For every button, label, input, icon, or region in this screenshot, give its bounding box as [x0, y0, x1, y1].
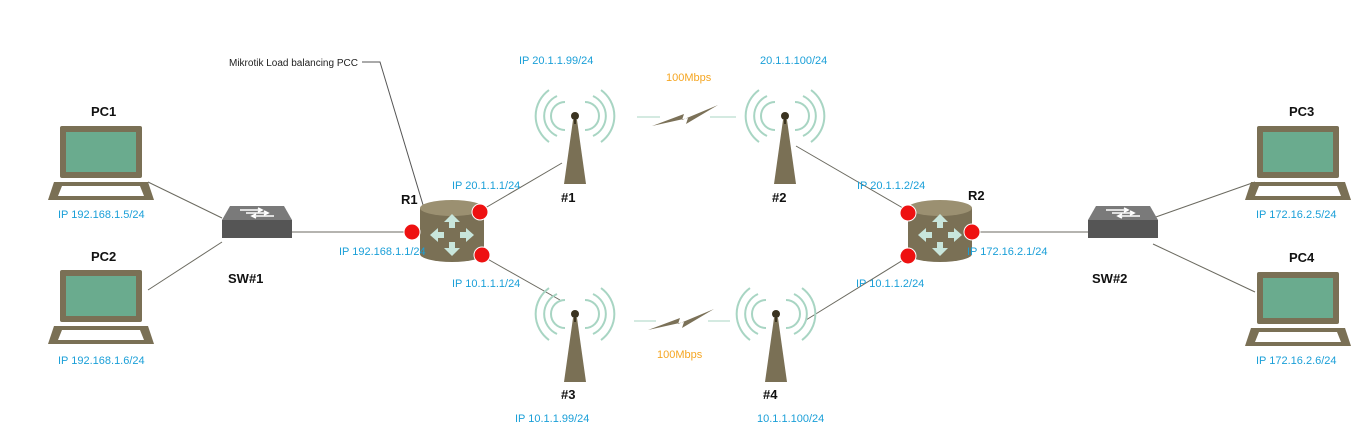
pc4-ip: IP 172.16.2.6/24: [1256, 355, 1337, 367]
pc1-icon[interactable]: [48, 126, 154, 200]
r2-icon[interactable]: [908, 200, 972, 262]
r2-lan-ip: IP 172.16.2.1/24: [967, 246, 1048, 258]
link-sw2-pc4: [1152, 243, 1256, 293]
bottom-link-speed: 100Mbps: [657, 349, 703, 361]
pc1-name: PC1: [91, 104, 117, 119]
r1-wan1-ip: IP 20.1.1.1/24: [452, 180, 521, 192]
sw2-name: SW#2: [1092, 271, 1128, 286]
pc4-icon[interactable]: [1245, 272, 1351, 346]
r1-wan2-port: [473, 246, 491, 264]
lightning-icon: [648, 309, 714, 330]
wireless-link-top: [637, 105, 736, 126]
sw1-icon[interactable]: [221, 205, 293, 239]
antenna3-name: #3: [561, 387, 576, 402]
antenna3-icon[interactable]: [534, 287, 616, 383]
r2-name: R2: [968, 188, 985, 203]
antenna3-ip: IP 10.1.1.99/24: [515, 413, 590, 425]
wireless-link-bottom: [634, 309, 730, 330]
antenna4-name: #4: [763, 387, 778, 402]
link-antenna2-r2: [795, 145, 909, 212]
link-sw2-pc3: [1152, 181, 1256, 219]
lightning-icon: [652, 105, 718, 126]
r1-wan2-ip: IP 10.1.1.1/24: [452, 278, 521, 290]
antenna2-icon[interactable]: [744, 89, 826, 185]
annotation-label: Mikrotik Load balancing PCC: [229, 58, 358, 69]
link-antenna4-r2: [805, 256, 909, 321]
sw1-name: SW#1: [228, 271, 264, 286]
antenna2-ip: 20.1.1.100/24: [760, 55, 828, 67]
pc3-icon[interactable]: [1245, 126, 1351, 200]
r2-wan2-ip: IP 10.1.1.2/24: [856, 278, 925, 290]
r1-wan1-port: [471, 203, 489, 221]
wired-links: [147, 145, 1256, 321]
annotation-callout-line: [362, 61, 437, 249]
link-r1-antenna1: [479, 162, 563, 212]
pc3-ip: IP 172.16.2.5/24: [1256, 209, 1337, 221]
antenna1-name: #1: [561, 190, 576, 205]
r2-wan1-ip: IP 20.1.1.2/24: [857, 180, 926, 192]
pc3-name: PC3: [1289, 104, 1315, 119]
pc1-ip: IP 192.168.1.5/24: [58, 209, 145, 221]
r2-wan1-port: [899, 204, 917, 222]
antenna4-ip: 10.1.1.100/24: [757, 413, 825, 425]
top-link-speed: 100Mbps: [666, 72, 712, 84]
sw2-icon[interactable]: [1087, 205, 1159, 239]
pc2-icon[interactable]: [48, 270, 154, 344]
pc4-name: PC4: [1289, 250, 1315, 265]
antenna4-icon[interactable]: [735, 287, 817, 383]
r2-lan-port: [963, 223, 981, 241]
r1-lan-ip: IP 192.168.1.1/24: [339, 246, 426, 258]
link-r1-antenna3: [483, 256, 561, 301]
r2-wan2-port: [899, 247, 917, 265]
pc2-name: PC2: [91, 249, 117, 264]
antenna1-ip: IP 20.1.1.99/24: [519, 55, 594, 67]
link-pc2-sw1: [147, 241, 223, 291]
pc2-ip: IP 192.168.1.6/24: [58, 355, 145, 367]
link-pc1-sw1: [147, 181, 223, 219]
antenna1-icon[interactable]: [534, 89, 616, 185]
r1-lan-port: [403, 223, 421, 241]
antenna2-name: #2: [772, 190, 787, 205]
router-ports: [403, 203, 981, 265]
r1-name: R1: [401, 192, 418, 207]
